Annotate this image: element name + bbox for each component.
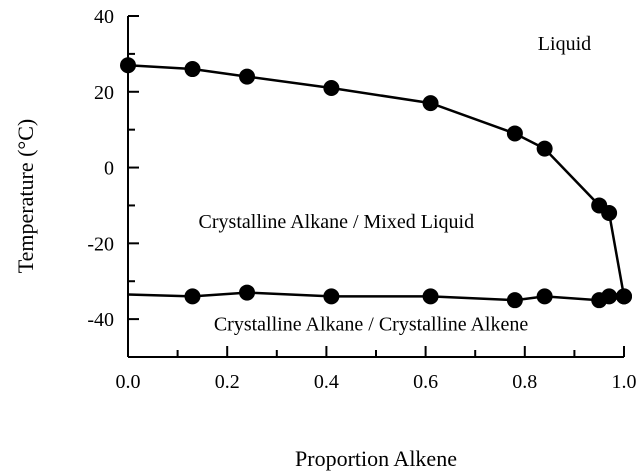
y-tick-label: 40 xyxy=(94,6,114,28)
y-tick-label: 0 xyxy=(104,158,114,180)
series-1-point xyxy=(323,79,340,96)
x-tick-label: 0.6 xyxy=(413,371,438,393)
series-1-point xyxy=(536,140,553,157)
region-label-3: Crystalline Alkane / Crystalline Alkene xyxy=(214,313,529,335)
series-2-point xyxy=(601,288,618,305)
series-1-point xyxy=(120,57,136,74)
axes: -40 -20 0 20 40 0.0 0.2 0.4 0.6 0.8 1.0 xyxy=(87,6,636,393)
series-2-point xyxy=(323,288,340,305)
series-1-line xyxy=(127,64,626,297)
x-tick-label: 0.2 xyxy=(215,371,240,393)
x-tick-label: 0.4 xyxy=(314,371,339,393)
x-tick-label: 0.0 xyxy=(116,371,141,393)
x-axis-title: Proportion Alkene xyxy=(295,446,457,471)
y-tick-label: 20 xyxy=(94,82,114,104)
region-label-1: Liquid xyxy=(538,33,591,55)
y-axis-title: Temperature (°C) xyxy=(13,119,38,273)
series-2-point xyxy=(616,288,632,305)
y-tick-label: -40 xyxy=(87,309,114,331)
x-tick-label: 0.8 xyxy=(512,371,537,393)
series-2-point xyxy=(506,292,523,309)
series-2-point xyxy=(422,288,439,305)
series-1-point xyxy=(239,68,256,85)
series-1-point xyxy=(601,205,618,222)
series-1-point xyxy=(422,95,439,112)
series-1-point xyxy=(184,61,201,78)
series-1-point xyxy=(506,125,523,142)
y-tick-label: -20 xyxy=(87,233,114,255)
series-2-point xyxy=(184,288,201,305)
region-label-2: Crystalline Alkane / Mixed Liquid xyxy=(199,211,475,233)
x-tick-label: 1.0 xyxy=(612,371,637,393)
series-2-point xyxy=(536,288,553,305)
series-2-point xyxy=(239,284,256,301)
series-layer xyxy=(120,57,632,309)
